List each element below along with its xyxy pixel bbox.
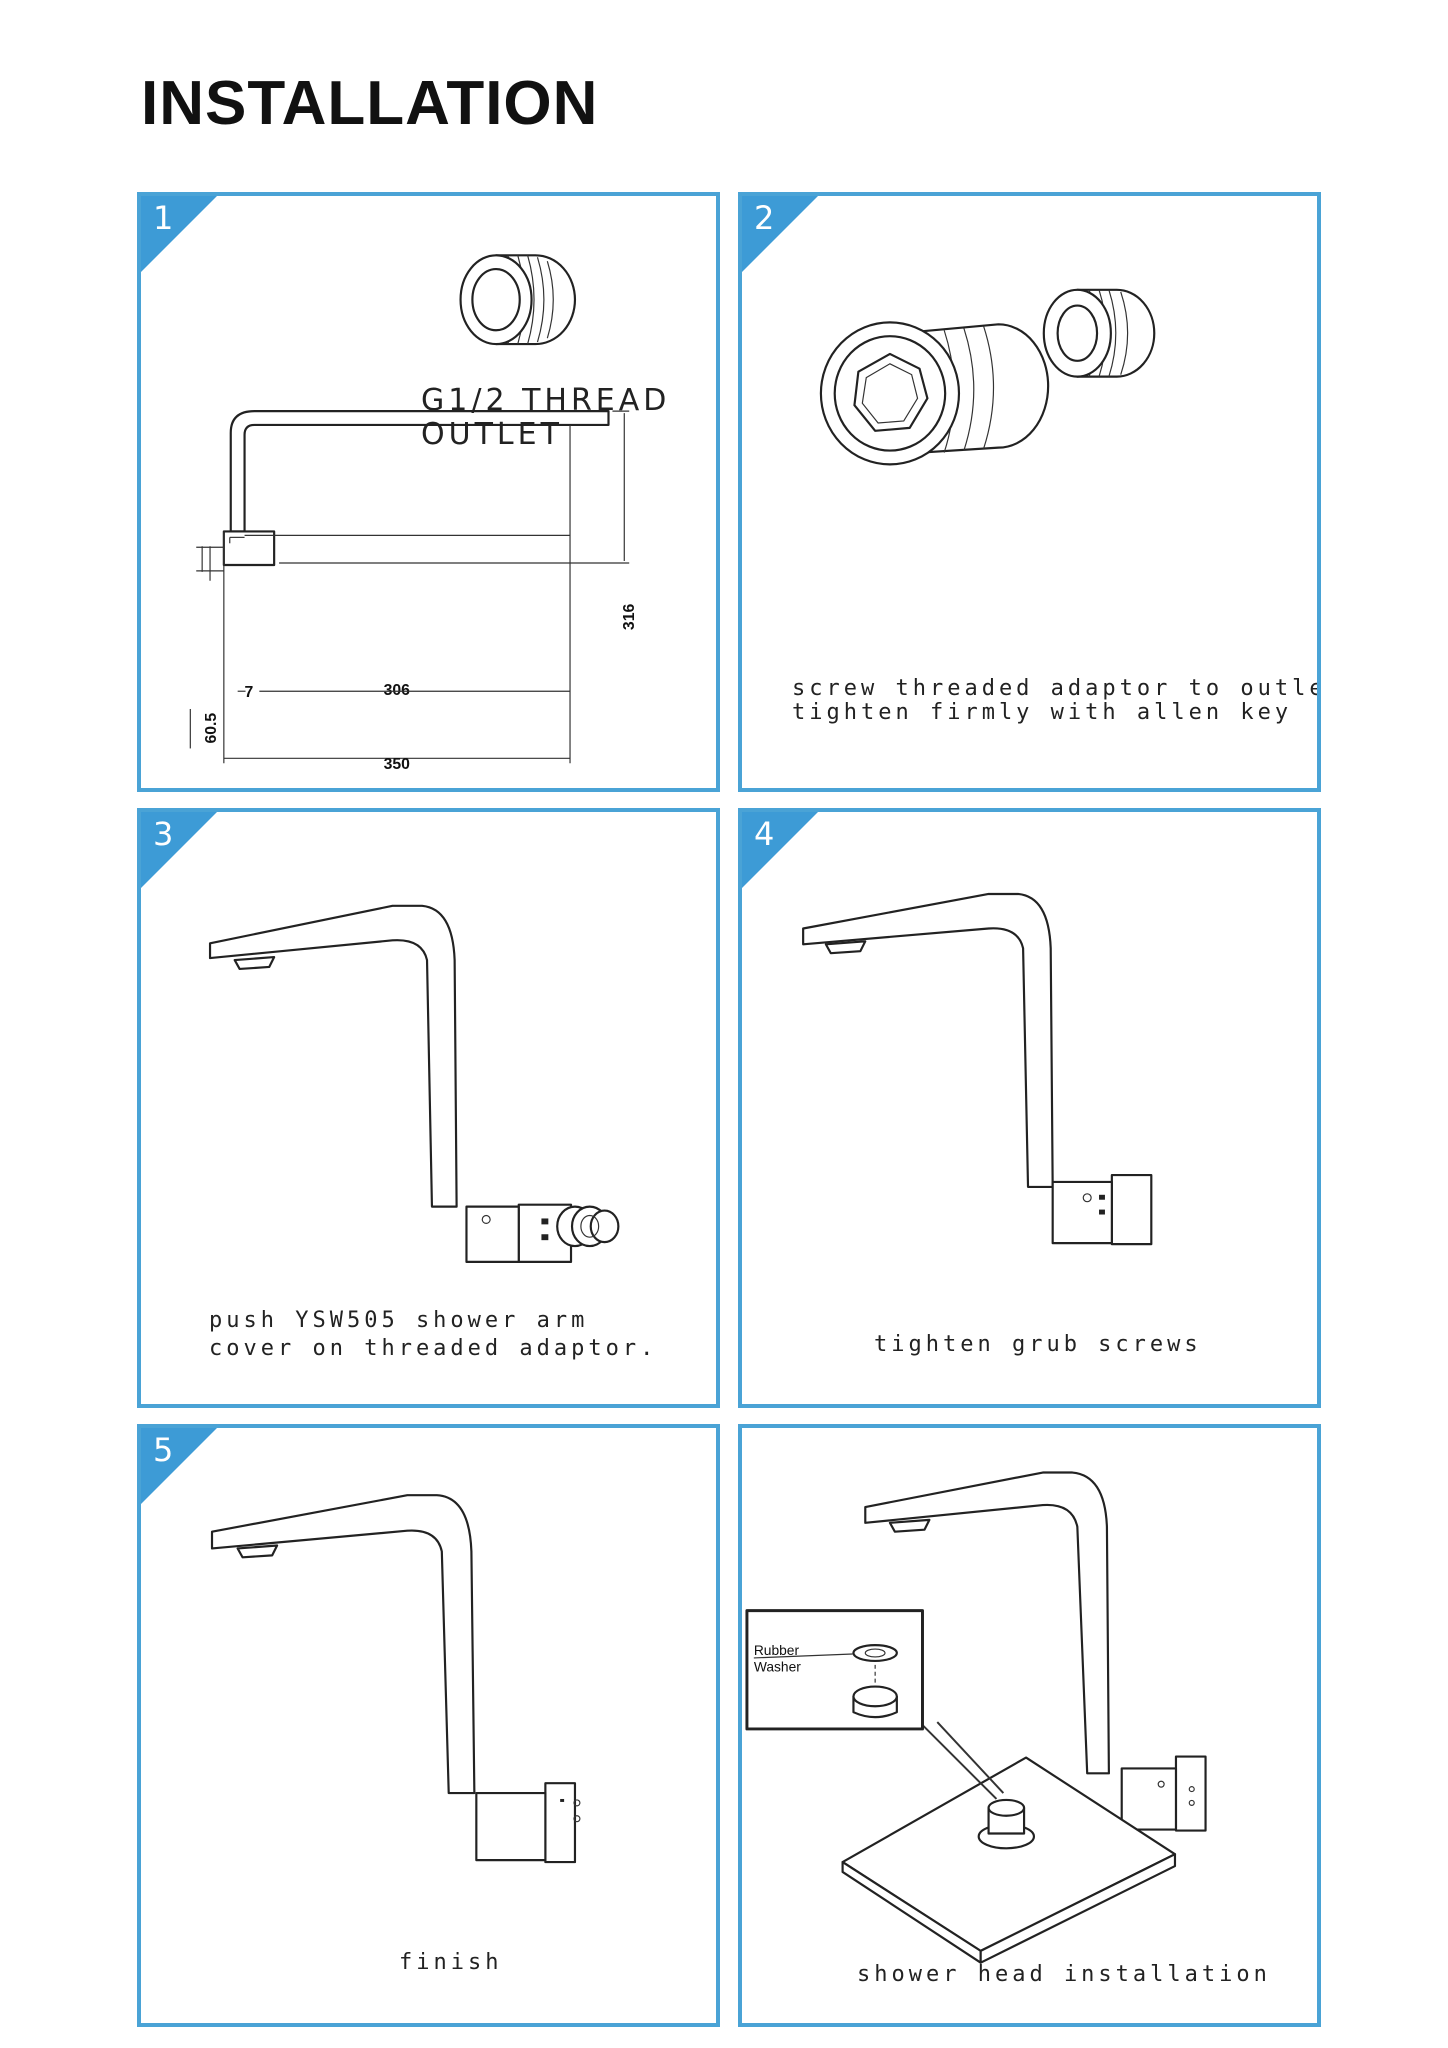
- step-corner-tab: [141, 196, 217, 272]
- shower-arm-illustration: [864, 1471, 1207, 1832]
- outlet-drawing: 306 7 350 316 60.5: [189, 254, 638, 773]
- arm-profile-drawing: 306 7 350 316 60.5: [189, 410, 638, 773]
- dimension-350: 350: [384, 756, 411, 773]
- adaptor-illustration: [556, 1205, 620, 1248]
- step-4-panel: 4 tighten grub screws: [738, 808, 1321, 1408]
- dimension-316: 316: [621, 604, 638, 631]
- step-number: 2: [754, 199, 775, 237]
- shower-arm-illustration: [208, 904, 573, 1263]
- step-number: 1: [153, 199, 174, 237]
- step-caption-line1: shower head installation: [857, 1962, 1271, 1987]
- step-corner-tab: [141, 1428, 217, 1504]
- shower-arm-illustration: [802, 892, 1153, 1246]
- dimension-7: 7: [245, 684, 254, 701]
- page-title: INSTALLATION: [141, 69, 599, 138]
- step-6-panel: Rubber Washer shower head installation: [738, 1424, 1321, 2027]
- step-2-panel: 2 screw threaded adaptor to outlet tight…: [738, 192, 1321, 792]
- step-5-panel: 5 finish: [137, 1424, 720, 2027]
- washer-label-line2: Washer: [754, 1660, 801, 1675]
- dimension-60-5: 60.5: [203, 713, 220, 744]
- step-number: 4: [754, 815, 775, 853]
- adaptor-drawing: [819, 288, 1156, 466]
- finished-arm-drawing: [210, 1494, 581, 1864]
- step-caption-line1: screw threaded adaptor to outlet: [792, 676, 1321, 701]
- arm-push-drawing: [208, 904, 620, 1263]
- shower-head-installation-drawing: Rubber Washer: [745, 1471, 1207, 1964]
- step-number: 3: [153, 815, 174, 853]
- step-number: 5: [153, 1431, 174, 1469]
- step-caption-line2: tighten firmly with allen key: [792, 700, 1293, 725]
- step-corner-tab: [141, 812, 217, 888]
- thread-label-line1: G1/2 THREAD: [421, 383, 671, 418]
- shower-head-plate-illustration: [841, 1756, 1177, 1964]
- step-corner-tab: [742, 196, 818, 272]
- outlet-thread-illustration: [1042, 288, 1156, 378]
- washer-inset-box: Rubber Washer: [745, 1609, 924, 1731]
- shower-arm-illustration: [210, 1494, 581, 1864]
- step-1-panel: 1 306 7 350: [137, 192, 720, 792]
- step-3-panel: 3 push YSW505 shower arm cover on thread…: [137, 808, 720, 1408]
- step-corner-tab: [742, 812, 818, 888]
- threaded-adaptor-illustration: [819, 321, 1050, 466]
- step-caption-line1: finish: [399, 1950, 503, 1975]
- step-caption-line1: tighten grub screws: [874, 1332, 1202, 1357]
- washer-label-line1: Rubber: [754, 1643, 800, 1658]
- thread-outlet-illustration: [459, 254, 577, 346]
- step-caption-line2: cover on threaded adaptor.: [209, 1336, 658, 1361]
- arm-grub-screws-drawing: [802, 892, 1153, 1246]
- thread-label-line2: OUTLET: [421, 417, 563, 452]
- thread-outlet-label: G1/2 THREAD OUTLET: [421, 384, 670, 452]
- step-caption-line1: push YSW505 shower arm: [209, 1308, 589, 1333]
